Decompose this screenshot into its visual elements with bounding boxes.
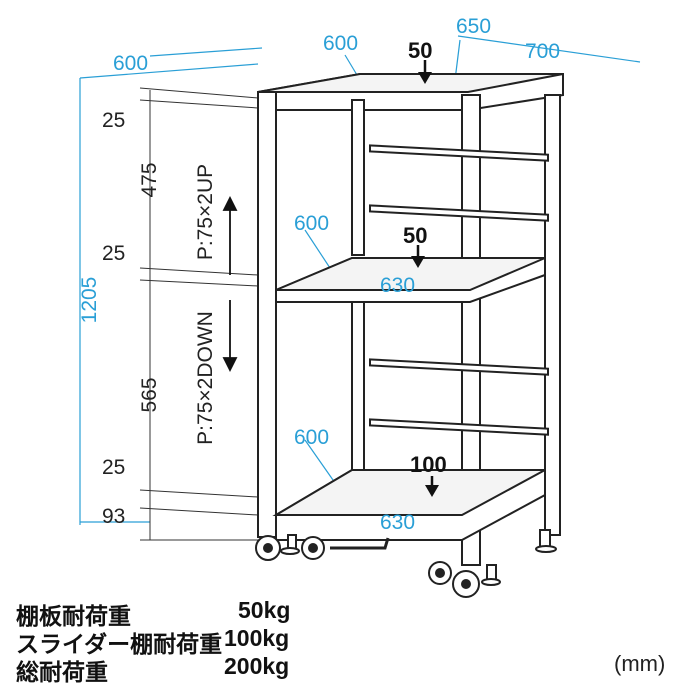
load-arrows [411, 60, 439, 497]
dim-width-650: 650 [456, 15, 491, 38]
pitch-down-label: P:75×2DOWN [194, 311, 217, 445]
dim-seg-slider-shelf: 25 [102, 456, 125, 479]
dim-seg-upper-shelf: 25 [102, 242, 125, 265]
dim-depth-top: 600 [323, 32, 358, 55]
height-dimension-lines [139, 87, 259, 541]
spec-value-shelf: 50kg [238, 597, 291, 623]
dim-width-700: 700 [525, 40, 560, 63]
pitch-arrows [222, 195, 238, 373]
pitch-up-label: P:75×2UP [194, 164, 217, 260]
spec-label-total: 総耐荷重 [16, 659, 108, 685]
load-top-text: 50 [408, 38, 432, 63]
load-upper-text: 50 [403, 223, 427, 248]
spec-label-shelf: 棚板耐荷重 [16, 603, 131, 629]
dim-seg-lower-space: 565 [138, 377, 161, 412]
dim-seg-caster: 93 [102, 505, 125, 528]
spec-value-slider: 100kg [224, 625, 290, 651]
dim-lower-width: 630 [380, 511, 415, 534]
dim-seg-upper-space: 475 [138, 162, 161, 197]
spec-label-slider: スライダー棚耐荷重 [16, 631, 223, 657]
dim-total-height: 1205 [78, 277, 101, 324]
rack-frame [257, 73, 564, 566]
casters [255, 529, 557, 598]
dim-seg-top-board: 25 [102, 109, 125, 132]
dim-upper-depth: 600 [294, 212, 329, 235]
dim-width-left: 600 [113, 52, 148, 75]
dim-lower-depth: 600 [294, 426, 329, 449]
dim-upper-width: 630 [380, 274, 415, 297]
spec-value-total: 200kg [224, 653, 290, 679]
unit-label: (mm) [614, 651, 666, 676]
load-slider-text: 100 [410, 452, 447, 477]
